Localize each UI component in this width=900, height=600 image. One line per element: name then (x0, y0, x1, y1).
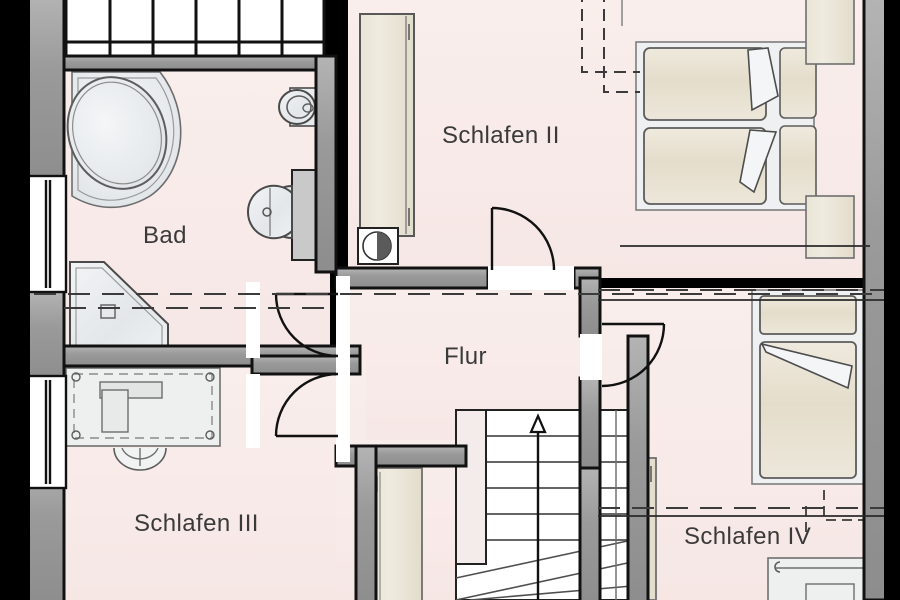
outside-margin-left (0, 0, 30, 600)
room-label-schlafen-3: Schlafen III (134, 510, 259, 537)
single-bed (751, 289, 865, 485)
double-bed (635, 41, 817, 211)
half-filled-circle-light (357, 227, 399, 265)
door-schlafen-4[interactable] (601, 322, 666, 388)
pillow-upper (747, 47, 779, 112)
wardrobe-schlafen-2 (359, 13, 415, 237)
furniture-layer (65, 0, 888, 600)
wall-schlafen4-left (578, 466, 602, 600)
roof-solid-lines (598, 245, 900, 517)
wall-bad-right (314, 54, 338, 274)
stair-up-arrow (529, 413, 547, 600)
window-schlafen-3 (24, 374, 68, 490)
door-schlafen-2[interactable] (490, 206, 556, 271)
pillow-lower (739, 129, 778, 194)
room-label-schlafen-4: Schlafen IV (684, 523, 812, 550)
dashed-furniture-outline (581, 0, 640, 93)
windows (24, 174, 68, 490)
shower-drain (100, 304, 116, 319)
wall-stairwell-right (626, 334, 650, 600)
door-schlafen-3[interactable] (274, 372, 339, 438)
basin-drain (262, 207, 272, 217)
wardrobe-right-lower (805, 195, 855, 259)
window-bad (24, 174, 68, 294)
nightstand-upper (779, 47, 817, 119)
desk-schlafen-3 (65, 367, 221, 471)
bed-headboard (759, 295, 857, 335)
wall-bad-top (62, 54, 332, 72)
walls (26, 0, 900, 600)
stair-stringer (455, 409, 487, 565)
top-glazing-grid (64, 0, 326, 64)
staircase (455, 409, 633, 600)
door-openings (246, 266, 602, 462)
room-label-bad: Bad (143, 222, 187, 249)
wall-schlafen2-bottom-left (334, 266, 490, 290)
outside-margin-right (884, 0, 900, 600)
wall-flur-left-stub (250, 354, 362, 376)
bathtub-basin (66, 76, 168, 190)
wall-exterior-left-mid2 (26, 288, 66, 384)
bed-duvet-fold (760, 342, 853, 390)
wall-schlafen3-right (354, 444, 378, 600)
doors (274, 206, 666, 438)
wall-flur-right-upper (578, 276, 602, 338)
roof-slope-lines (0, 289, 900, 509)
wall-exterior-left-top (26, 0, 66, 186)
room-label-schlafen-2: Schlafen II (442, 122, 560, 149)
desk-drawer (101, 389, 129, 433)
wardrobe-right-upper (805, 0, 855, 65)
room-label-flur: Flur (444, 343, 487, 370)
wall-flur-right-lower (578, 376, 602, 470)
nightstand-lower (779, 125, 817, 205)
wc-bowl (278, 89, 316, 125)
